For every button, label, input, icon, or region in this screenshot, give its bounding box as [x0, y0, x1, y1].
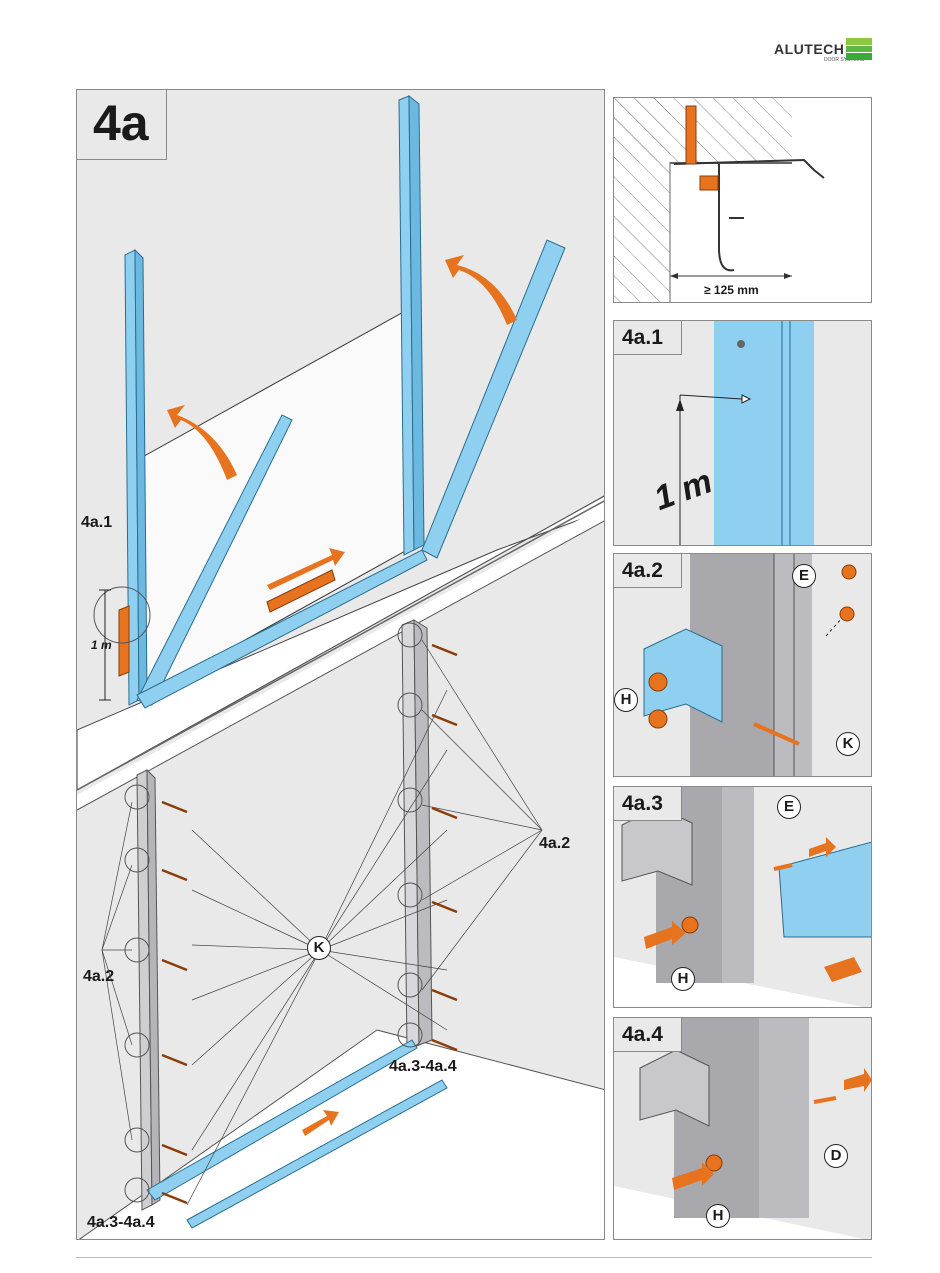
left-rail-mounted [136, 768, 161, 1211]
detail-4a4-tag: 4a.4 [614, 1018, 682, 1052]
label-e-4a3: E [777, 795, 801, 819]
push-arrow-icon [302, 1110, 339, 1136]
detail-4a4-title: 4a.4 [622, 1023, 663, 1046]
label-4a1: 4a.1 [81, 514, 113, 531]
arrow-in-icon-2 [672, 1162, 714, 1190]
bracket-icon [643, 628, 723, 723]
logo-tagline: DOOR SYSTEMS [824, 57, 865, 63]
screw-d-icon [813, 1096, 837, 1104]
footer-rule [76, 1257, 872, 1258]
detail-4a2: 4a.2 E H K [613, 553, 872, 777]
double-arrow-icon [267, 548, 345, 590]
spreader-profile-icon [778, 841, 871, 938]
bottom-spreader [136, 549, 428, 709]
arrow-down-icon [824, 957, 862, 982]
lower-spreader-1 [146, 1039, 418, 1201]
label-h-4a4: H [706, 1204, 730, 1228]
detail-callout-circle [93, 586, 151, 644]
main-illustration [77, 90, 604, 1239]
right-rail-mounted [401, 619, 433, 1051]
detail-4a1-illustration [676, 321, 814, 545]
logo-mark-icon [846, 38, 872, 60]
label-range-right: 4a.3-4a.4 [389, 1058, 457, 1075]
label-d: D [824, 1144, 848, 1168]
detail-4a1: 4a.1 1 m [613, 320, 872, 546]
profile-illustration [614, 98, 825, 302]
detail-4a2-tag: 4a.2 [614, 554, 682, 588]
detail-4a1-tag: 4a.1 [614, 321, 682, 355]
label-h-4a3: H [671, 967, 695, 991]
alutech-logo: ALUTECH DOOR SYSTEMS [774, 38, 874, 66]
label-4a2-right: 4a.2 [539, 835, 571, 852]
dimension-label: ≥ 125 mm [704, 283, 759, 297]
rotate-arrow-left-icon [167, 405, 237, 480]
step-title-tag: 4a [77, 90, 167, 160]
main-assembly-panel: 4a 4a.1 1 m 4a.2 4a.2 K 4a.3-4a.4 4a.3-4… [76, 89, 605, 1240]
label-e: E [792, 564, 816, 588]
detail-4a3-tag: 4a.3 [614, 787, 682, 821]
detail-4a3-illustration [614, 787, 871, 1007]
rotate-arrow-right-icon [445, 255, 517, 325]
label-range-left: 4a.3-4a.4 [87, 1214, 155, 1231]
label-h: H [614, 688, 638, 712]
step-title: 4a [93, 95, 149, 151]
label-1m: 1 m [91, 638, 112, 652]
lower-spreader-2 [186, 1079, 448, 1229]
detail-4a2-title: 4a.2 [622, 559, 663, 582]
detail-profile-section: ≥ 125 mm [613, 97, 872, 303]
label-4a2-left: 4a.2 [83, 968, 115, 985]
label-k: K [836, 732, 860, 756]
detail-4a1-title: 4a.1 [622, 326, 663, 349]
detail-4a3-title: 4a.3 [622, 792, 663, 815]
logo-wordmark: ALUTECH [774, 41, 845, 57]
detail-4a2-illustration [643, 554, 857, 776]
spirit-level-icon [266, 569, 336, 613]
detail-4a3: 4a.3 E H [613, 786, 872, 1008]
arrow-in-icon [644, 921, 686, 949]
detail-4a4: 4a.4 D H [613, 1017, 872, 1240]
screw-k-icon [753, 722, 800, 746]
tilted-rail-right [421, 239, 566, 559]
label-k-circle: K [307, 936, 331, 960]
hex-bolt-icon [699, 175, 719, 191]
detail-4a4-illustration [614, 1018, 871, 1239]
anchor-bolt-icon [685, 105, 697, 165]
vertical-level-icon [118, 605, 130, 677]
